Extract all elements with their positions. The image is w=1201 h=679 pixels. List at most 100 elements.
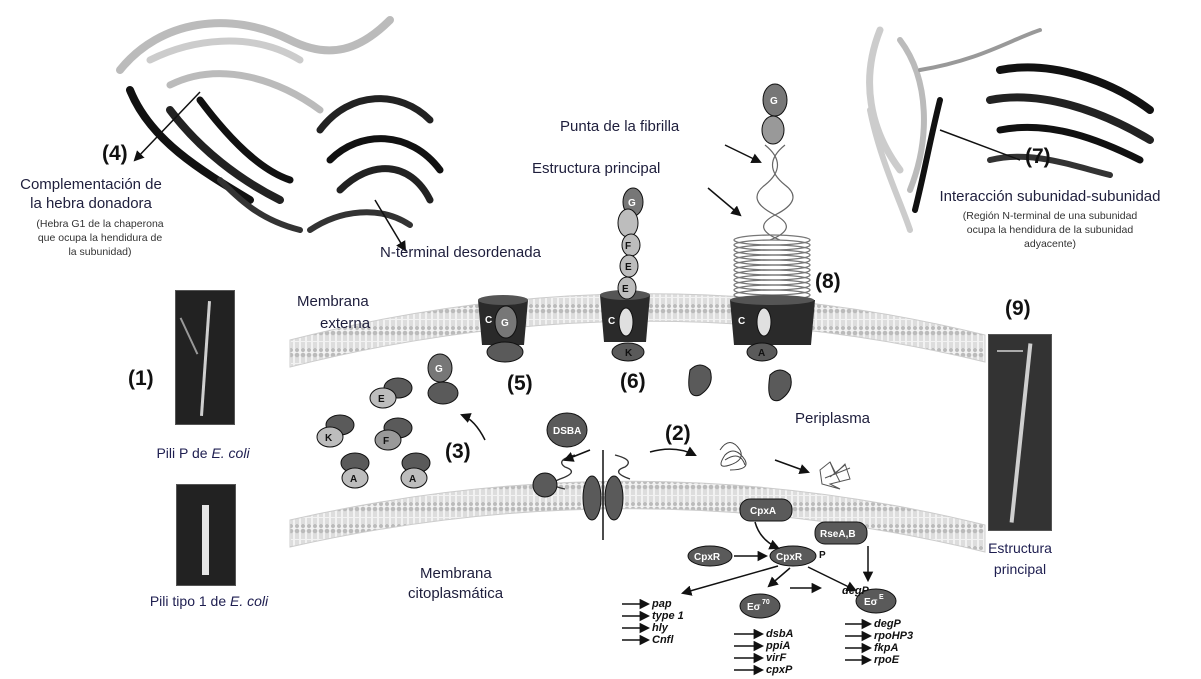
arrow-to-pap: [683, 566, 778, 593]
gene-rpoe: rpoE: [874, 654, 913, 666]
gene-type1: type 1: [652, 610, 684, 622]
arrow-2: [650, 449, 695, 455]
arrow-to-sigma70: [769, 568, 790, 586]
svg-text:K: K: [325, 433, 333, 444]
label-membrana-externa-1: Membrana: [297, 293, 369, 310]
label-n8: (8): [815, 270, 841, 294]
label-complementacion-sub-2: que ocupa la hendidura de: [6, 232, 194, 244]
svg-text:F: F: [383, 436, 389, 447]
svg-text:G: G: [628, 198, 636, 209]
dsba-protein: DSBA: [547, 413, 587, 447]
arrow-punta: [725, 145, 760, 162]
gene-fkpa: fkpA: [874, 642, 913, 654]
arrow-n-terminal: [375, 200, 405, 250]
label-interaccion-sub-1: (Región N-terminal de una subunidad: [905, 210, 1195, 222]
aggregated-protein: [820, 462, 850, 489]
svg-text:70: 70: [762, 599, 770, 606]
label-membrana-cito-2: citoplasmática: [408, 585, 503, 602]
svg-text:CpxR: CpxR: [694, 552, 721, 563]
sigma70-holoenzyme: Eσ 70: [740, 594, 780, 618]
svg-text:C: C: [738, 316, 745, 327]
cytoplasmic-membrane: [290, 481, 985, 552]
svg-text:C: C: [608, 316, 615, 327]
svg-text:F: F: [625, 241, 631, 252]
pili-tipo1-micrograph: [176, 484, 236, 586]
usher-6: G F E E C K: [600, 188, 650, 361]
svg-text:A: A: [350, 474, 357, 485]
svg-text:RseA,B: RseA,B: [820, 529, 856, 540]
label-n2: (2): [665, 422, 691, 446]
gene-pap: pap: [652, 598, 684, 610]
cpxr-protein: CpxR: [688, 546, 732, 566]
caption-pili-tipo1: Pili tipo 1 de E. coli: [104, 593, 314, 609]
label-n3: (3): [445, 440, 471, 464]
svg-text:E: E: [622, 284, 629, 295]
gene-group-pap: pap type 1 hly Cnfl: [652, 598, 684, 646]
svg-text:DSBA: DSBA: [553, 426, 581, 437]
usher-8: G C A: [730, 84, 815, 361]
caption-estructura-2: principal: [965, 561, 1075, 577]
chaperone-complexes: G E K F A A: [317, 354, 458, 488]
label-periplasma: Periplasma: [795, 410, 870, 427]
label-n9: (9): [1005, 297, 1031, 321]
label-interaccion: Interacción subunidad-subunidad: [905, 188, 1195, 205]
gene-group-dsba: dsbA ppiA virF cpxP: [766, 628, 794, 676]
gene-group-degp: degP rpoHP3 fkpA rpoE: [874, 618, 913, 666]
svg-text:E: E: [378, 394, 385, 405]
label-n5: (5): [507, 372, 533, 396]
gene-ppia: ppiA: [766, 640, 794, 652]
svg-text:C: C: [485, 315, 492, 326]
label-membrana-externa-2: externa: [320, 315, 370, 332]
label-complementacion-2: la hebra donadora: [6, 195, 176, 212]
arrow-to-dsba: [565, 450, 590, 460]
gene-rpohp3: rpoHP3: [874, 630, 913, 642]
svg-text:A: A: [758, 348, 765, 359]
svg-text:E: E: [879, 594, 884, 601]
label-punta: Punta de la fibrilla: [560, 118, 679, 135]
label-complementacion-sub-1: (Hebra G1 de la chaperona: [6, 218, 194, 230]
pili-p-micrograph: [175, 290, 235, 425]
misfolded-protein: [720, 443, 746, 471]
gene-cpxp: cpxP: [766, 664, 794, 676]
gene-cnfl: Cnfl: [652, 634, 684, 646]
svg-text:E: E: [625, 262, 632, 273]
gene-dsba: dsbA: [766, 628, 794, 640]
svg-text:G: G: [435, 364, 443, 375]
svg-text:CpxA: CpxA: [750, 506, 776, 517]
cpxa-protein: CpxA: [740, 499, 792, 521]
free-chaperones: [689, 365, 792, 401]
svg-text:K: K: [625, 348, 633, 359]
label-degp-arrow: degP: [842, 585, 869, 597]
svg-text:G: G: [770, 96, 778, 107]
label-n7: (7): [1025, 145, 1051, 169]
svg-text:P: P: [819, 550, 826, 561]
svg-text:G: G: [501, 318, 509, 329]
label-complementacion-sub-3: la subunidad): [6, 246, 194, 258]
gene-hly: hly: [652, 622, 684, 634]
caption-estructura-1: Estructura: [965, 540, 1075, 556]
arrow-complementation: [135, 92, 200, 160]
label-n4: (4): [102, 142, 128, 166]
cpxr-p-protein: CpxR P: [770, 546, 826, 566]
estructura-principal-micrograph: [988, 334, 1052, 531]
arrow-interaction: [940, 130, 1020, 160]
label-n1: (1): [128, 367, 154, 391]
svg-text:A: A: [409, 474, 416, 485]
usher-5: G C: [478, 295, 528, 362]
label-complementacion-1: Complementación de: [6, 176, 176, 193]
svg-text:CpxR: CpxR: [776, 552, 803, 563]
label-n6: (6): [620, 370, 646, 394]
label-interaccion-sub-2: ocupa la hendidura de la subunidad: [905, 224, 1195, 236]
arrow-3: [462, 415, 485, 440]
rsea-protein: RseA,B: [815, 522, 867, 544]
arrow-cpxa-cpxr: [755, 522, 778, 548]
gene-degp: degP: [874, 618, 913, 630]
label-membrana-cito-1: Membrana: [420, 565, 492, 582]
label-n-terminal: N-terminal desordenada: [380, 244, 541, 261]
caption-pili-p: Pili P de E. coli: [108, 445, 298, 461]
svg-text:Eσ: Eσ: [864, 597, 878, 608]
arrow-estructura: [708, 188, 740, 215]
arrow-aggregate: [775, 460, 808, 472]
label-estructura-principal-top: Estructura principal: [532, 160, 660, 177]
